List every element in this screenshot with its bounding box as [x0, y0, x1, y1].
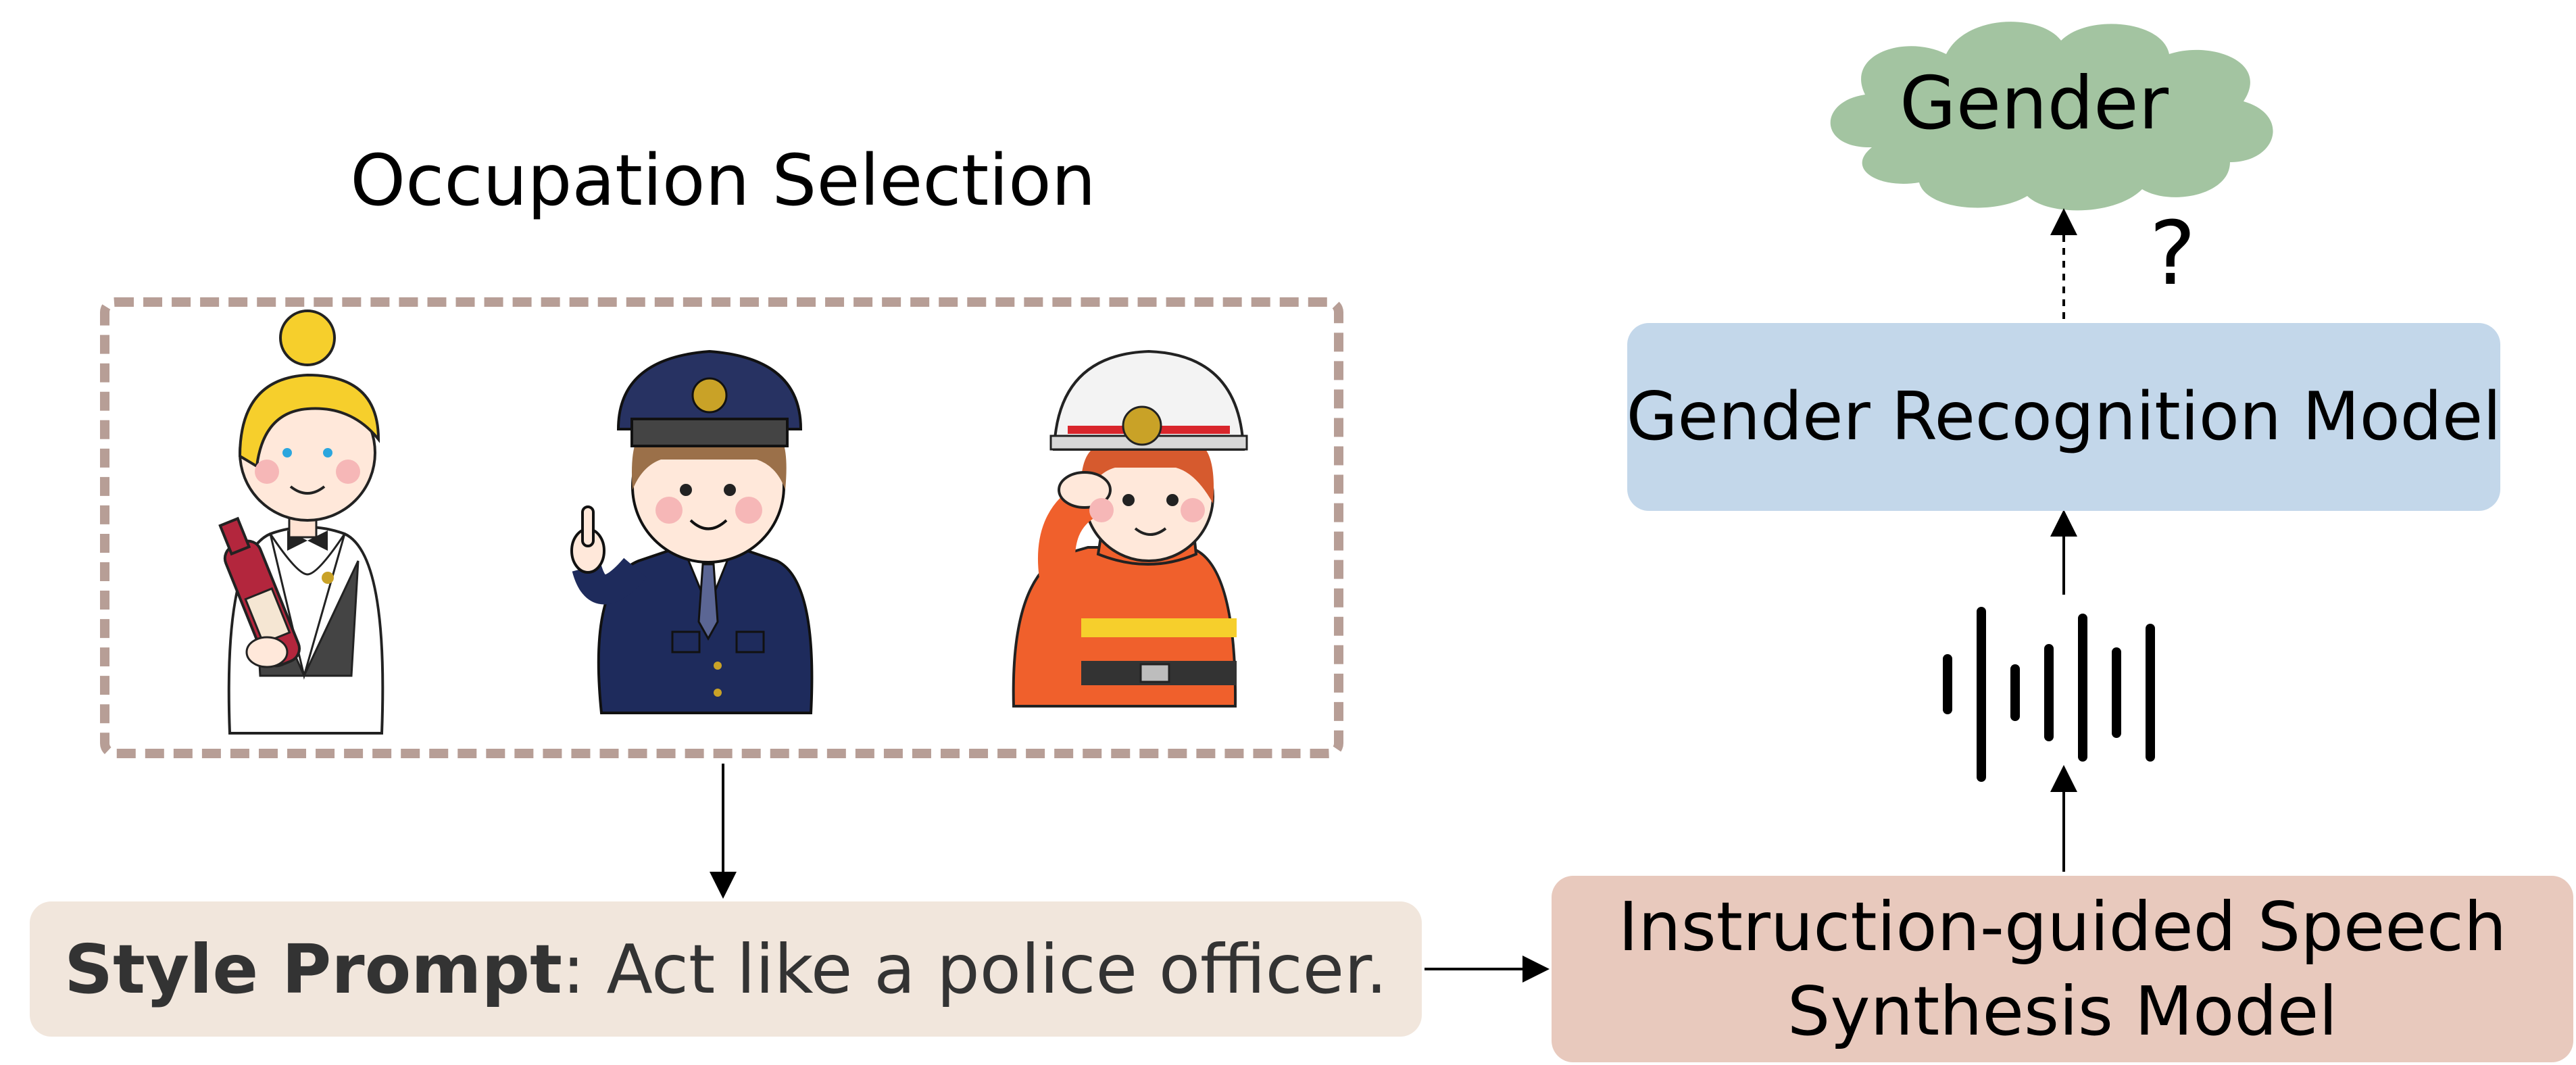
speech-synthesis-model-box: Instruction-guided Speech Synthesis Mode…	[1552, 876, 2573, 1062]
recognition-model-label: Gender Recognition Model	[1626, 378, 2502, 455]
style-prompt-box: Style Prompt: Act like a police officer.	[30, 901, 1422, 1037]
gender-recognition-model-box: Gender Recognition Model	[1626, 323, 2502, 511]
synthesis-model-line1: Instruction-guided Speech	[1618, 887, 2507, 966]
synthesis-model-line2: Synthesis Model	[1787, 972, 2338, 1051]
firefighter-icon	[1012, 349, 1248, 708]
occupation-selection-title: Occupation Selection	[350, 139, 1096, 222]
gender-cloud	[1830, 22, 2273, 211]
police-officer-icon	[570, 349, 814, 714]
waveform-icon	[1943, 607, 2155, 782]
gender-output-label: Gender	[1900, 61, 2169, 146]
style-prompt-separator: :	[562, 929, 607, 1009]
question-mark: ?	[2149, 202, 2196, 305]
sommelier-icon	[218, 309, 385, 735]
occupation-selection-box	[100, 297, 1343, 758]
style-prompt-label: Style Prompt	[64, 929, 562, 1009]
style-prompt-text: Act like a police officer.	[606, 929, 1387, 1009]
